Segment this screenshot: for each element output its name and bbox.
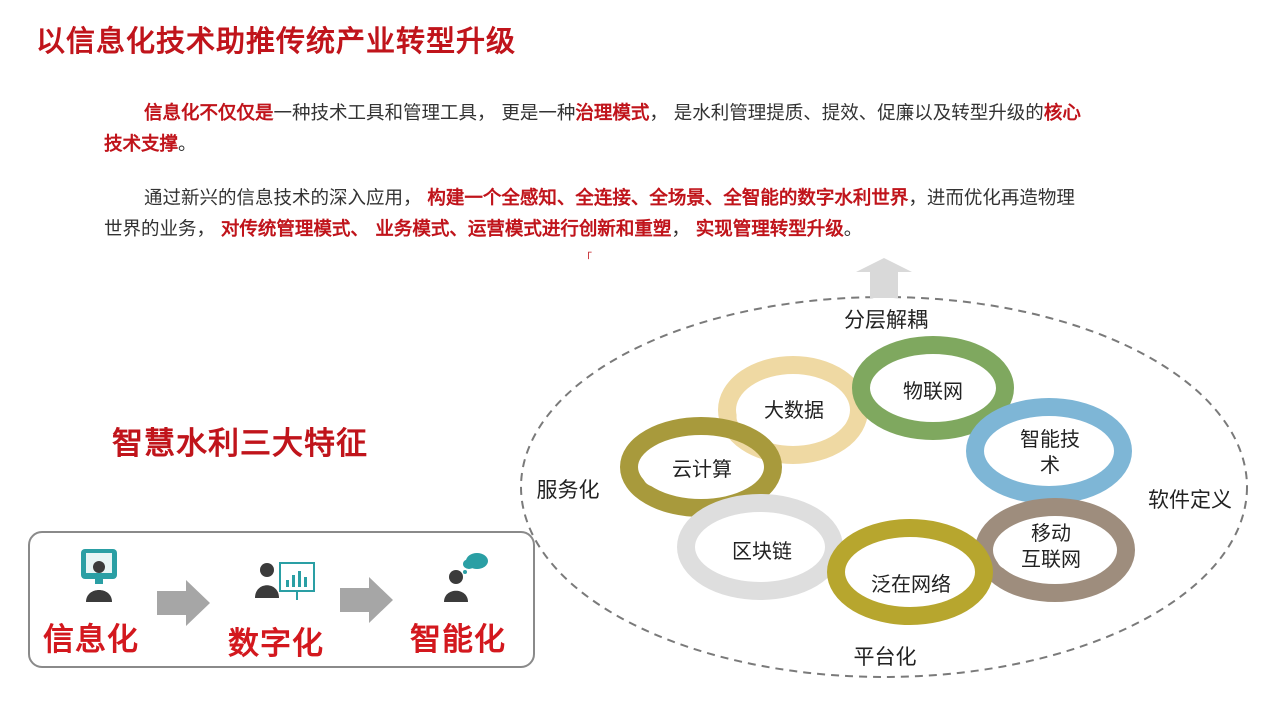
para1-text-3: 。 (178, 134, 197, 155)
para2-text-3: 世界的业务， (104, 219, 221, 240)
blockchain-ring (677, 494, 843, 600)
iot-ring (852, 336, 1014, 440)
feature-label-intelligentization: 智能化 (410, 622, 506, 658)
ubiquitous-network-ring (827, 519, 993, 625)
feature-label-digitalization: 数字化 (228, 626, 324, 662)
cloud-computing-ring (620, 417, 782, 517)
page-title: 以信息化技术助推传统产业转型升级 (36, 24, 517, 58)
cloud-computing-label: 云计算 (672, 458, 732, 481)
para1-highlight-3: 核心 (1043, 103, 1081, 124)
para2-text-1: 通过新兴的信息技术的深入应用， (144, 188, 428, 209)
bigdata-ring (718, 356, 868, 464)
corner-mark: 「 (581, 251, 592, 264)
para2-highlight-2: 对传统管理模式、 业务模式、运营模式进行创新和重塑 (220, 219, 672, 240)
ubiquitous-network-label: 泛在网络 (871, 573, 951, 596)
para1-text-1: 一种技术工具和管理工具， 更是一种 (273, 103, 576, 124)
monitor-person-icon (81, 549, 117, 602)
blockchain-label: 区块链 (732, 540, 792, 563)
para2-text-4: ， (671, 219, 696, 240)
mobile-internet-label-line1: 移动 (1031, 522, 1071, 545)
features-title: 智慧水利三大特征 (112, 426, 368, 462)
para2-text-2: ，进而优化再造物理 (908, 188, 1075, 209)
right-label: 软件定义 (1148, 489, 1232, 512)
presenter-chart-icon (255, 562, 315, 600)
mobile-internet-label-line2: 互联网 (1021, 548, 1081, 571)
para1-highlight-1: 信息化不仅仅是 (144, 103, 274, 124)
arrow-icon-1 (157, 580, 210, 626)
ai-label-line2: 术 (1040, 454, 1060, 477)
para1-text-2: ， 是水利管理提质、提效、促廉以及转型升级的 (649, 103, 1044, 124)
para1-highlight-4: 技术支撑 (104, 134, 179, 155)
top-label: 分层解耦 (844, 309, 928, 332)
left-label: 服务化 (537, 479, 600, 502)
bottom-label: 平台化 (854, 646, 917, 669)
ai-ring (966, 398, 1132, 504)
thinking-person-icon (444, 553, 488, 602)
para2-highlight-3: 实现管理转型升级 (695, 219, 844, 240)
para2-text-5: 。 (843, 219, 863, 240)
arrow-icon-2 (340, 577, 393, 623)
ai-label-line1: 智能技 (1020, 428, 1080, 451)
para2-highlight-1: 构建一个全感知、全连接、全场景、全智能的数字水利世界 (427, 188, 909, 209)
up-arrow-icon (856, 258, 912, 298)
para1-highlight-2: 治理模式 (575, 103, 650, 124)
iot-label: 物联网 (903, 380, 963, 403)
feature-label-informatization: 信息化 (43, 622, 139, 658)
vision-paragraph: 通过新兴的信息技术的深入应用， 构建一个全感知、全连接、全场景、全智能的数字水利… (104, 183, 1234, 245)
bigdata-label: 大数据 (764, 399, 824, 422)
intro-paragraph: 信息化不仅仅是一种技术工具和管理工具， 更是一种治理模式， 是水利管理提质、提效… (104, 98, 1234, 160)
